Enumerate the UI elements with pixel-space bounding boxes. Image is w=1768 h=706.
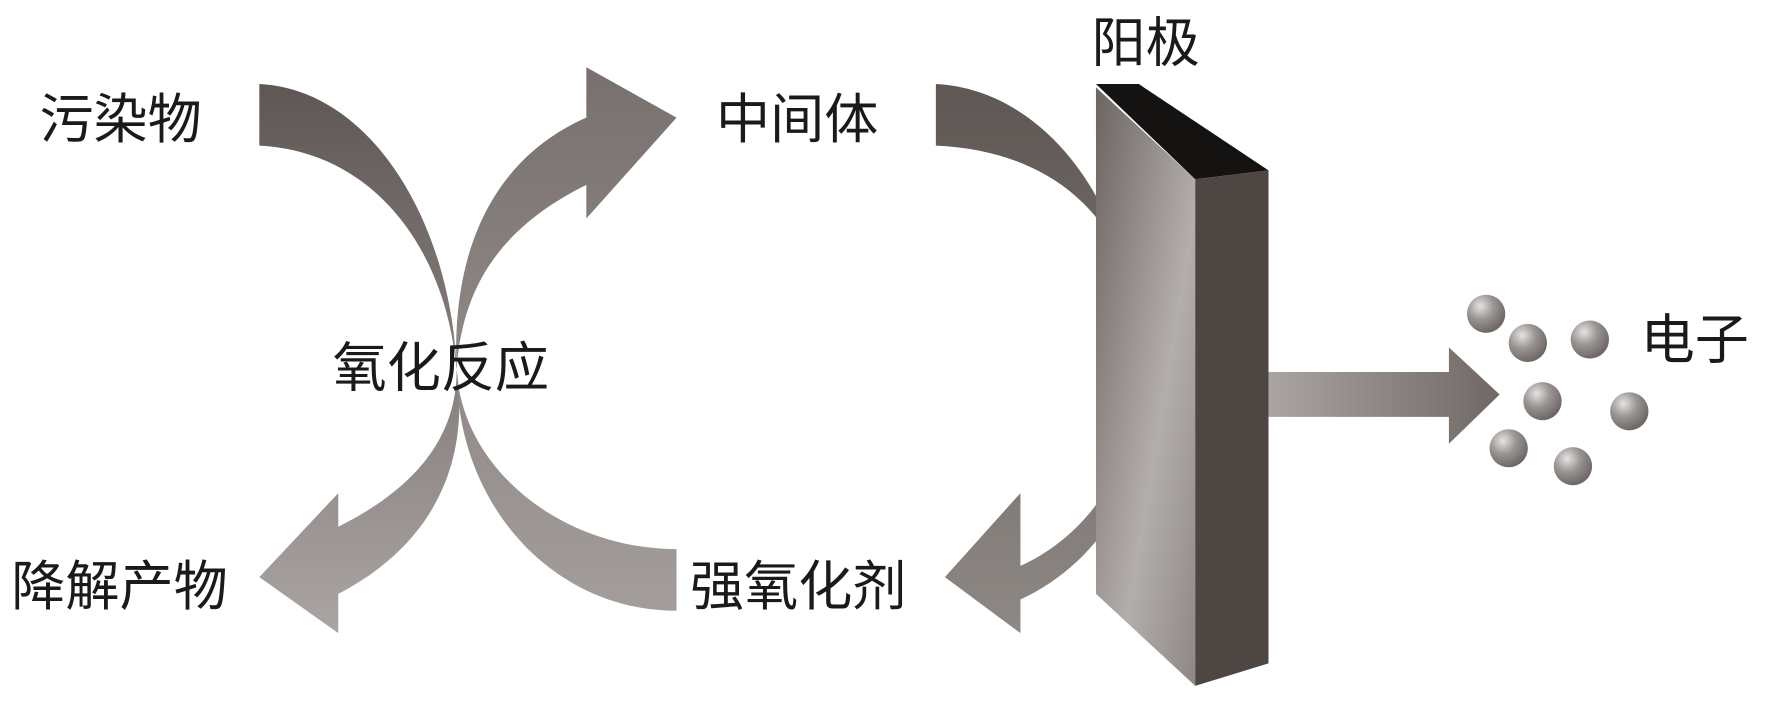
label-degradation-product: 降解产物 <box>11 555 227 618</box>
electron-ball <box>1553 447 1593 486</box>
anode-top-face <box>1095 84 1269 180</box>
anode-side-face <box>1195 170 1269 686</box>
anode-electrode <box>1095 84 1269 686</box>
label-oxidation-reaction: 氧化反应 <box>333 337 549 400</box>
electron-ball <box>1610 392 1649 431</box>
label-pollutant: 污染物 <box>39 88 201 151</box>
arrow-oxidant-to-intermediate <box>456 67 677 611</box>
electron-ball <box>1570 320 1610 359</box>
label-anode: 阳极 <box>1091 12 1199 75</box>
electron-cluster <box>1466 294 1649 486</box>
label-electron: 电子 <box>1641 309 1749 372</box>
electron-ball <box>1523 382 1562 421</box>
arrow-pollutant-to-product <box>259 84 460 634</box>
electron-flow-arrow <box>1268 347 1500 444</box>
electron-ball <box>1466 294 1506 333</box>
label-strong-oxidant: 强氧化剂 <box>690 555 906 618</box>
label-intermediate: 中间体 <box>716 88 878 151</box>
anode-front-face <box>1095 87 1196 686</box>
arrow-intermediate-to-oxidant <box>935 84 1151 634</box>
electron-ball <box>1489 429 1528 468</box>
electron-ball <box>1508 323 1547 362</box>
